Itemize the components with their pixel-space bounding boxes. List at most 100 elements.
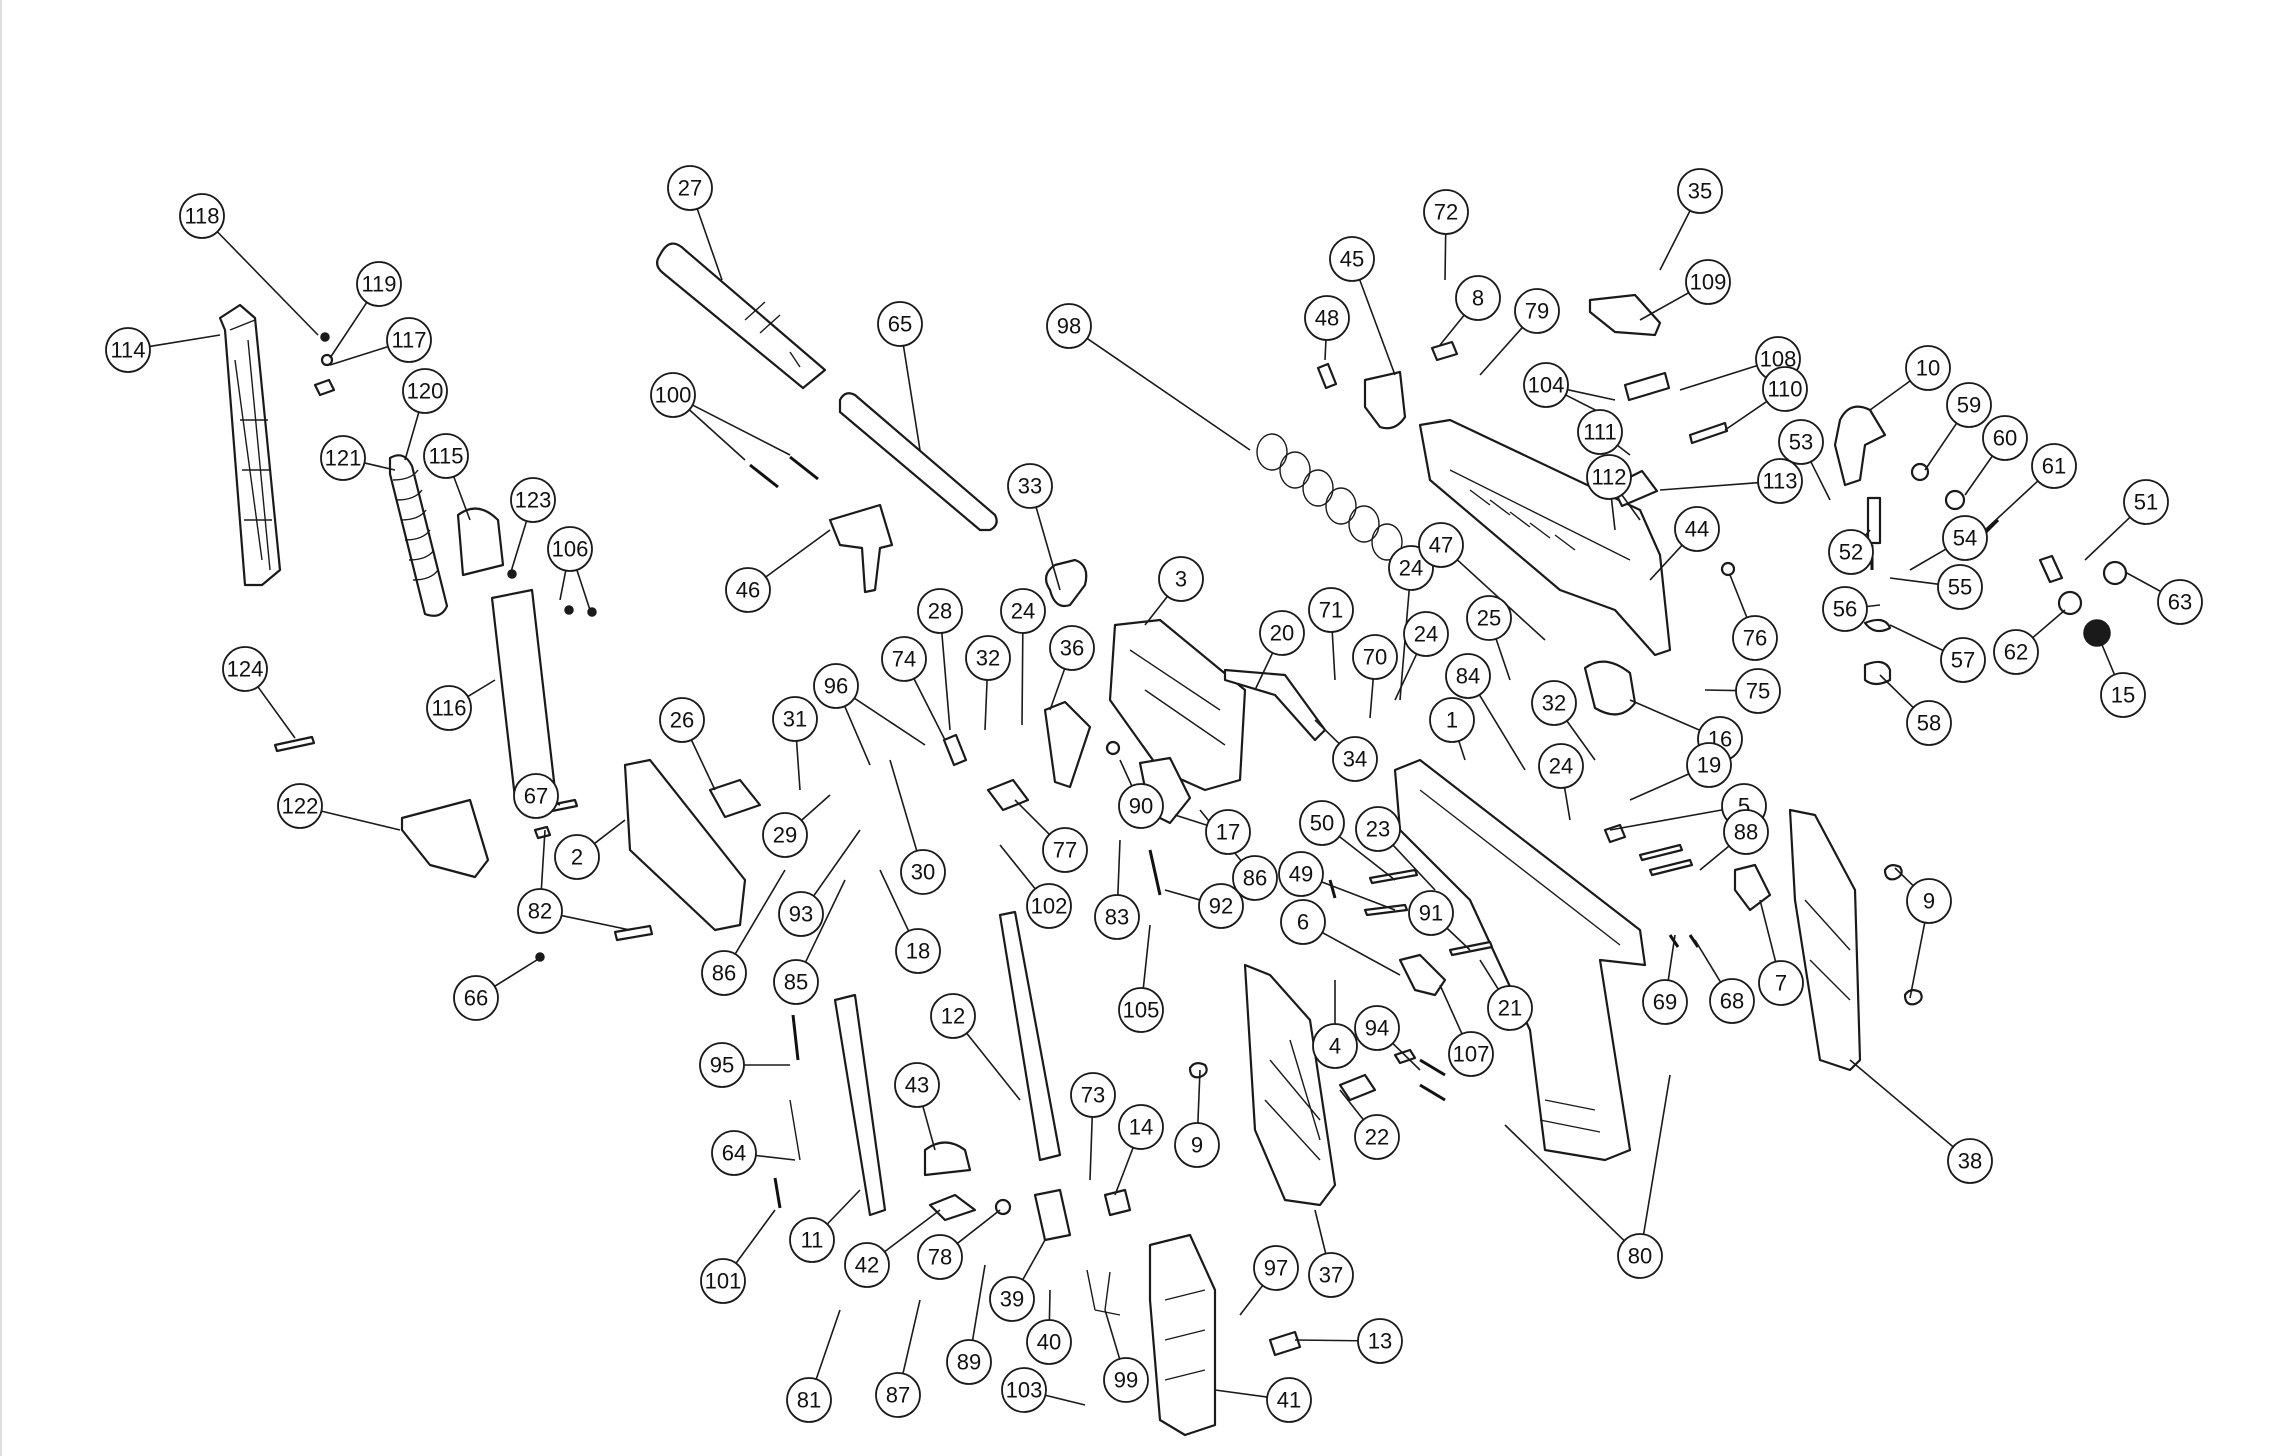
part-callout: 81 <box>786 1377 832 1423</box>
callout-number: 45 <box>1340 247 1364 272</box>
callout-circle <box>711 1130 757 1176</box>
callout-number: 47 <box>1429 533 1453 558</box>
part-callout: 117 <box>386 317 432 363</box>
part-callout: 39 <box>989 1276 1035 1322</box>
callout-circle <box>1905 345 1951 391</box>
part-right-grip-panel <box>1788 808 1862 1072</box>
callout-circle <box>1642 979 1688 1025</box>
leader-line <box>1909 548 1947 571</box>
callout-number: 111 <box>1583 420 1616 445</box>
callout-number: 15 <box>2111 683 2135 708</box>
leader-line <box>1563 787 1571 821</box>
callout-circle <box>1828 529 1874 575</box>
callout-circle <box>1423 189 1469 235</box>
callout-circle <box>426 685 472 731</box>
leader-line <box>1667 934 1676 981</box>
part-callout: 47 <box>1418 522 1464 568</box>
callout-circle <box>1538 743 1584 789</box>
part-callout: 103 <box>1001 1367 1047 1413</box>
parts-drawing <box>218 242 2128 1437</box>
callout-number: 114 <box>110 338 145 363</box>
leader-line <box>1704 689 1737 692</box>
callout-circle <box>1586 454 1632 500</box>
leader-line <box>2099 639 2116 676</box>
callout-number: 88 <box>1734 820 1758 845</box>
callout-circle <box>894 1062 940 1108</box>
part-callout: 55 <box>1937 564 1983 610</box>
callout-number: 93 <box>789 902 813 927</box>
leader-line <box>966 1032 1021 1101</box>
leader-line <box>1197 1069 1201 1124</box>
callout-number: 86 <box>1243 866 1267 891</box>
callout-number: 82 <box>528 899 552 924</box>
part-3 <box>1108 618 1247 792</box>
callout-number: 89 <box>957 1350 981 1375</box>
part-callout: 104 <box>1523 362 1569 408</box>
callout-number: 48 <box>1315 306 1339 331</box>
part-rod <box>838 392 998 532</box>
callout-number: 64 <box>722 1141 746 1166</box>
callout-number: 103 <box>1006 1378 1043 1403</box>
callout-number: 65 <box>888 312 912 337</box>
callout-circle <box>1332 736 1378 782</box>
leader-line <box>1324 339 1327 361</box>
callout-circle <box>700 1258 746 1304</box>
leader-line <box>755 1154 796 1161</box>
callout-circle <box>1677 168 1723 214</box>
callout-number: 54 <box>1953 526 1977 551</box>
leader-line <box>1214 1389 1268 1398</box>
callout-circle <box>1906 878 1952 924</box>
leader-line <box>1439 984 1463 1035</box>
callout-circle <box>1455 275 1501 321</box>
callout-circle <box>1280 899 1326 945</box>
callout-number: 81 <box>797 1388 821 1413</box>
part-callout: 9 <box>1174 1122 1220 1168</box>
callout-circle <box>1403 611 1449 657</box>
leader-line <box>922 1105 936 1151</box>
part-callout: 98 <box>1046 303 1092 349</box>
leader-line <box>561 914 631 931</box>
callout-circle <box>1466 595 1512 641</box>
callout-circle <box>1354 1114 1400 1160</box>
part-sight <box>1588 293 1662 337</box>
callout-number: 80 <box>1628 1244 1652 1269</box>
part-lever <box>828 503 894 594</box>
part-callout: 124 <box>222 646 268 692</box>
leader-line <box>1035 506 1061 591</box>
callout-number: 20 <box>1270 621 1294 646</box>
callout-circle <box>2100 672 2146 718</box>
leader-line <box>1984 480 2039 531</box>
leader-line <box>1392 1042 1421 1071</box>
leader-line <box>1458 740 1466 761</box>
callout-circle <box>1937 564 1983 610</box>
callout-number: 30 <box>911 860 935 885</box>
leader-line <box>1724 400 1768 431</box>
leader-line <box>576 569 591 611</box>
callout-number: 110 <box>1767 377 1802 402</box>
part-callout: 83 <box>1094 894 1140 940</box>
callout-number: 17 <box>1216 820 1240 845</box>
part-nozzle <box>1833 405 1887 487</box>
callout-circle <box>917 588 963 634</box>
leader-line <box>593 819 626 845</box>
part-callout: 95 <box>699 1042 745 1088</box>
callout-circle <box>667 165 713 211</box>
callout-circle <box>1355 806 1401 852</box>
callout-circle <box>1000 588 1046 634</box>
leader-line <box>1616 444 1631 456</box>
leader-line <box>1142 924 1151 989</box>
part-callout: 53 <box>1778 419 1824 465</box>
part-callout: 38 <box>1947 1138 1993 1184</box>
callout-number: 10 <box>1916 356 1940 381</box>
callout-number: 1 <box>1446 708 1458 733</box>
callout-circle <box>1118 783 1164 829</box>
callout-number: 123 <box>515 488 552 513</box>
leader-line <box>1566 720 1596 761</box>
part-callout: 105 <box>1118 987 1164 1033</box>
leader-line <box>540 829 546 890</box>
callout-circle <box>2123 479 2169 525</box>
part-bb-chain <box>388 454 449 617</box>
callout-number: 44 <box>1685 517 1709 542</box>
callout-circle <box>2031 443 2077 489</box>
callout-number: 4 <box>1329 1034 1341 1059</box>
